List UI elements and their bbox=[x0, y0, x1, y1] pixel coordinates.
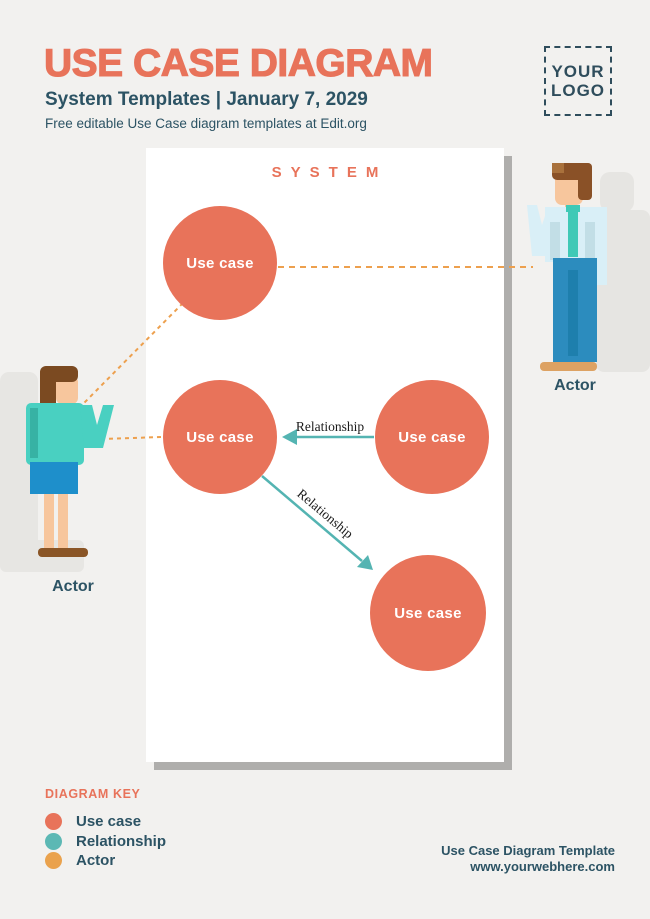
key-row-relationship: Relationship bbox=[45, 832, 166, 852]
relationship-label-horizontal: Relationship bbox=[295, 419, 365, 434]
use-case-circle-4: Use case bbox=[370, 555, 486, 671]
key-label-use-case: Use case bbox=[76, 813, 142, 831]
footer-website: www.yourwebhere.com bbox=[470, 858, 615, 874]
footer: Use Case Diagram Template www.yourwebher… bbox=[441, 844, 615, 875]
actor-female-silhouette bbox=[0, 372, 84, 572]
actor-color-dot bbox=[45, 852, 62, 870]
actor-label-left: Actor bbox=[52, 578, 94, 595]
system-panel-title: SYSTEM bbox=[271, 164, 388, 181]
use-case-color-dot bbox=[45, 813, 62, 831]
logo-placeholder: YOUR LOGO bbox=[544, 46, 612, 116]
diagram-key-title: DIAGRAM KEY bbox=[45, 787, 141, 801]
page-tagline: Free editable Use Case diagram templates… bbox=[45, 116, 367, 131]
logo-line1: YOUR bbox=[551, 61, 605, 81]
relationship-color-dot bbox=[45, 832, 62, 850]
key-row-use-case: Use case bbox=[45, 812, 166, 832]
actor-label-right: Actor bbox=[554, 377, 596, 394]
actor-figure-female bbox=[0, 366, 114, 572]
actor-male-silhouette bbox=[596, 172, 650, 372]
logo-line2: LOGO bbox=[550, 81, 606, 100]
page-subtitle: System Templates | January 7, 2029 bbox=[45, 89, 368, 110]
key-label-actor: Actor bbox=[76, 852, 116, 870]
diagram-key: DIAGRAM KEY Use case Relationship Actor bbox=[45, 787, 166, 871]
actor-male-figure bbox=[527, 163, 607, 371]
key-row-actor: Actor bbox=[45, 851, 166, 871]
use-case-circle-3: Use case bbox=[375, 380, 489, 494]
page-title: USE CASE DIAGRAM bbox=[43, 42, 433, 85]
use-case-circle-2: Use case bbox=[163, 380, 277, 494]
use-case-circle-1: Use case bbox=[163, 206, 277, 320]
actor-figure-male bbox=[527, 163, 650, 372]
key-label-relationship: Relationship bbox=[76, 832, 167, 850]
footer-template-name: Use Case Diagram Template bbox=[441, 843, 615, 858]
actor-female-figure bbox=[26, 366, 114, 557]
